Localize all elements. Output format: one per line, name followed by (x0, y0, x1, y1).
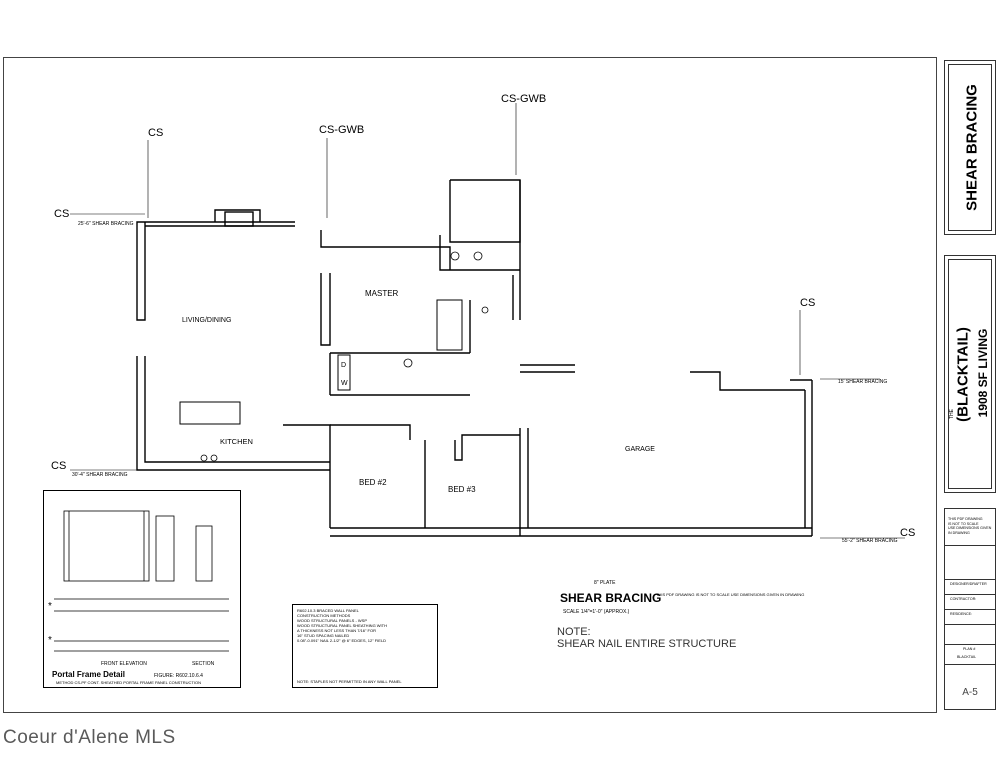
callout-cs-bottom-right: CS (900, 527, 915, 539)
field-plan-number: PLAN # (963, 647, 976, 651)
wall-note-footer: NOTE: STAPLES NOT PERMITTED IN ANY WALL … (297, 679, 402, 684)
portal-frame-drawing: * * FRONT ELEVATION SECTION Portal Frame… (48, 510, 229, 685)
note-label: NOTE: (557, 626, 591, 638)
svg-text:*: * (48, 601, 52, 612)
field-designer: DESIGNER/DRAFTER (950, 582, 987, 586)
sheet-number: A-5 (962, 687, 978, 698)
title-block-fields: THIS PDF DRAWING IS NOT TO SCALE USE DIM… (944, 508, 996, 710)
plan-size: 1908 SF LIVING (976, 328, 990, 418)
callout-cs-gwb-1: CS-GWB (319, 124, 364, 136)
svg-text:*: * (48, 635, 52, 646)
watermark: Coeur d'Alene MLS (3, 727, 176, 748)
wall-panel-note: R602.10.3 BRACED WALL PANEL CONSTRUCTION… (292, 604, 438, 688)
shear-label-4: 30'-4" SHEAR BRACING (72, 472, 128, 478)
legend-plate: 8" PLATE (594, 580, 616, 586)
shear-label-1: 25'-6" SHEAR BRACING (78, 221, 134, 227)
callout-cs-left-top: CS (148, 127, 163, 139)
room-living-dining: LIVING/DINING (182, 317, 231, 324)
shear-label-2: 15' SHEAR BRACING (838, 379, 887, 385)
room-garage: GARAGE (625, 446, 655, 453)
portal-frame-detail: * * FRONT ELEVATION SECTION Portal Frame… (43, 490, 241, 688)
room-bed-3: BED #3 (448, 485, 476, 494)
front-elevation-label: FRONT ELEVATION (101, 661, 147, 667)
label-washer: W (341, 380, 348, 387)
room-kitchen: KITCHEN (220, 437, 253, 446)
wall-note-line: 16" STUD SPACING NAILED (297, 633, 350, 638)
callout-cs-bottom-left: CS (51, 460, 66, 472)
sheet-title: SHEAR BRACING (963, 84, 981, 211)
legend-scale-note: THIS PDF DRAWING IS NOT TO SCALE USE DIM… (656, 592, 804, 597)
note-text: SHEAR NAIL ENTIRE STRUCTURE (557, 638, 737, 650)
drawing-sheet (3, 57, 937, 713)
callout-cs-far-left: CS (54, 208, 69, 220)
wall-note-line: R602.10.3 BRACED WALL PANEL (297, 608, 359, 613)
wall-note-line: WOOD STRUCTURAL PANEL SHEATHING WITH (297, 623, 388, 628)
scale-note: THIS PDF DRAWING IS NOT TO SCALE USE DIM… (948, 517, 992, 535)
portal-figure: FIGURE: R602.10.6.4 (154, 673, 203, 679)
callout-cs-right: CS (800, 297, 815, 309)
portal-subtitle: METHOD CS-PF CONT. SHEATHED PORTAL FRAME… (56, 680, 201, 685)
callout-cs-gwb-2: CS-GWB (501, 93, 546, 105)
wall-note-line: A THICKNESS NOT LESS THAN 7/16" FOR (297, 628, 376, 633)
legend-heading: SHEAR BRACING (560, 591, 661, 605)
wall-note-line: CONSTRUCTION METHODS (297, 613, 351, 618)
field-contractor: CONTRACTOR: (950, 597, 977, 601)
wall-note-line: WOOD STRUCTURAL PANELS - WSP (297, 618, 368, 623)
legend-scale: SCALE 1/4"=1'-0" (APPROX.) (563, 609, 630, 615)
field-plan-value: BLACKTAIL (957, 655, 977, 659)
section-label: SECTION (192, 661, 215, 667)
shear-label-3: 55'-2" SHEAR BRACING (842, 538, 898, 544)
portal-title: Portal Frame Detail (52, 670, 125, 679)
room-master: MASTER (365, 289, 399, 298)
living-walls (136, 221, 295, 321)
wall-note-line: 0.08"-0.091" NAIL 2-1/2" @ 6" EDGES, 12"… (297, 638, 387, 643)
title-block-sheet-title: SHEAR BRACING (944, 60, 996, 235)
floor-plan: LIVING/DINING MASTER KITCHEN BED #2 BED … (51, 93, 915, 615)
field-residence: RESIDENCE: (950, 612, 972, 616)
room-bed-2: BED #2 (359, 478, 387, 487)
label-dryer: D (341, 362, 346, 369)
plan-name: (BLACKTAIL) (954, 327, 972, 422)
title-block-plan: THE (BLACKTAIL) 1908 SF LIVING (944, 255, 996, 493)
